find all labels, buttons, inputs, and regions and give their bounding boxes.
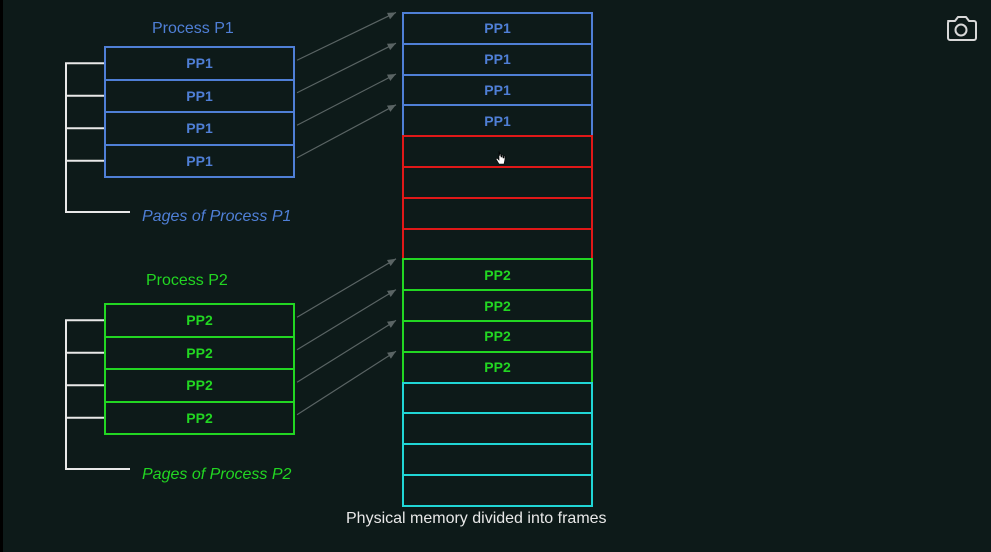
board-background bbox=[3, 0, 991, 552]
page-to-frame-arrow bbox=[296, 11, 397, 61]
process-p2-pages-caption: Pages of Process P2 bbox=[142, 466, 292, 483]
page-to-frame-arrow bbox=[296, 319, 397, 383]
page-to-frame-arrow bbox=[296, 258, 397, 318]
camera-icon[interactable] bbox=[944, 14, 978, 42]
process-p1-pages-caption: Pages of Process P1 bbox=[142, 208, 292, 225]
page-to-frame-arrow bbox=[296, 350, 397, 416]
memory-frame-free bbox=[402, 474, 593, 507]
page-to-frame-arrow bbox=[296, 73, 397, 126]
page-table-row: PP1 bbox=[104, 143, 295, 178]
page-to-frame-arrow bbox=[296, 289, 397, 351]
page-to-frame-arrow bbox=[296, 42, 397, 94]
page-table-row: PP2 bbox=[104, 400, 295, 435]
process-p1-title: Process P1 bbox=[152, 20, 234, 37]
page-to-frame-arrow bbox=[296, 104, 397, 159]
physical-memory-caption: Physical memory divided into frames bbox=[346, 510, 607, 527]
process-p2-title: Process P2 bbox=[146, 272, 228, 289]
